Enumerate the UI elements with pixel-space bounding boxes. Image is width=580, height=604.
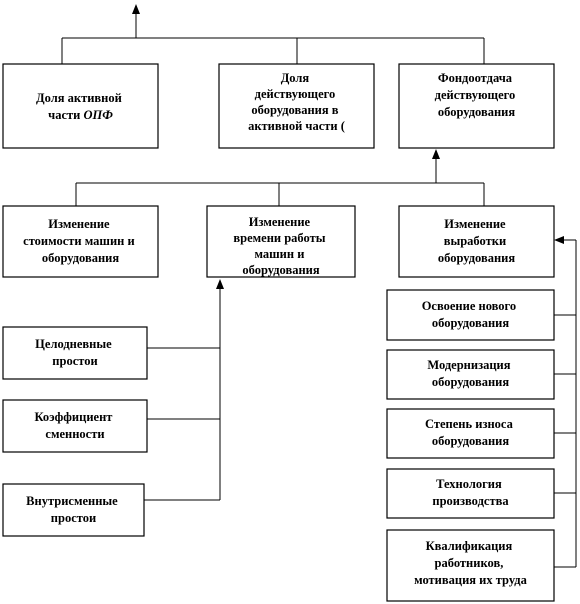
svg-text:Степень износа оборудова: Степень износа оборудования [425,417,516,448]
output-change-node: Изменение выработки оборудования [398,205,555,278]
wear-degree-node: Степень износа оборудования [386,408,555,459]
new-equipment-mastering-node: Освоение нового оборудования [386,289,555,341]
svg-text:Модернизация оборудовани: Модернизация оборудования [427,358,513,389]
output-arrow [132,4,140,14]
left-connectors [144,279,224,501]
svg-text:Фондоотдача действующего: Фондоотдача действующего оборудования [435,71,519,119]
svg-text:Внутрисменные простои: Внутрисменные простои [26,494,121,525]
svg-text:Квалификация работников,: Квалификация работников, мотивация их тр… [414,539,528,587]
svg-text:Целодневные простои: Целодневные простои [35,337,115,368]
svg-text:Доля активной части ОПФ: Доля активной части ОПФ [36,91,125,122]
svg-text:Изменение стоимости маши: Изменение стоимости машин и оборудования [23,217,138,265]
production-technology-node: Технология производства [386,468,555,519]
worktime-arrow [216,279,224,289]
right-connectors [554,236,577,568]
productivity-arrow [432,149,440,159]
svg-text:Изменение выработки: Изменение выработки оборудования [438,217,516,265]
middle-connectors [75,149,485,206]
svg-text:Доля действующего: Доля действующего оборудования в активно… [248,71,345,133]
svg-text:Освоение нового оборудов: Освоение нового оборудования [422,299,520,330]
machine-cost-change-node: Изменение стоимости машин и оборудования [2,205,159,278]
intra-shift-downtime-node: Внутрисменные простои [2,483,145,537]
active-share-node: Доля активной части ОПФ [2,63,159,149]
svg-text:Изменение времени рабо: Изменение времени работы машин и оборудо… [233,215,328,277]
work-time-change-node: Изменение времени работы машин и оборудо… [206,205,356,278]
svg-text:Коэффициент сменности: Коэффициент сменности [34,410,115,441]
capital-productivity-node: Фондоотдача действующего оборудования [398,63,555,149]
staff-qualification-node: Квалификация работников, мотивация их тр… [386,529,555,602]
modernization-node: Модернизация оборудования [386,349,555,400]
top-connectors [61,4,485,64]
working-share-node: Доля действующего оборудования в активно… [218,63,375,149]
full-day-downtime-node: Целодневные простои [2,326,148,380]
svg-text:Технология производства: Технология производства [432,477,509,508]
output-change-arrow [554,236,564,244]
shift-coefficient-node: Коэффициент сменности [2,399,148,453]
